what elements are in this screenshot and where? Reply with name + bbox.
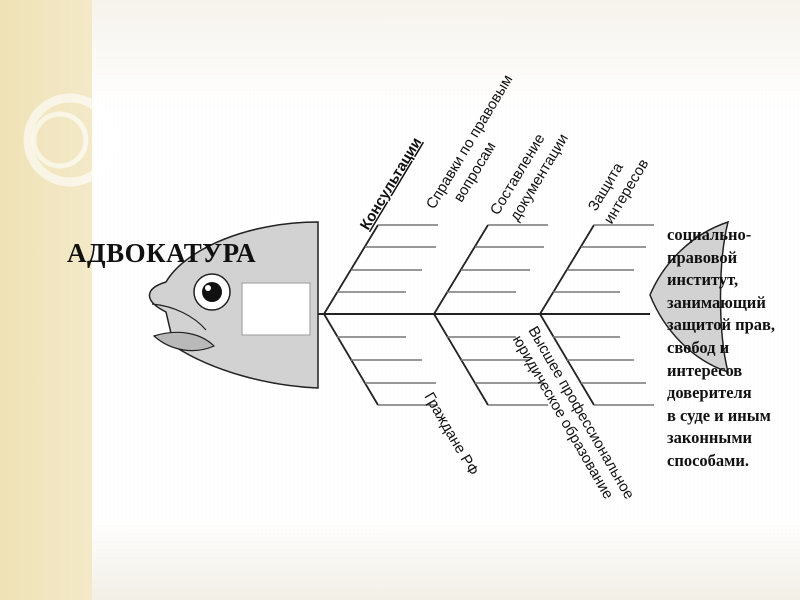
definition-line: защитой прав,	[667, 315, 776, 335]
decorative-ring-small	[31, 111, 89, 169]
decorative-ring-large	[23, 93, 117, 187]
bottom-fade	[92, 520, 800, 600]
definition-text: социально- правовой институт, занимающий…	[667, 224, 800, 473]
fish-eye-icon	[193, 273, 231, 311]
fish-mouth-line	[151, 303, 207, 331]
lower-ribs	[337, 336, 654, 406]
slide-title: АДВОКАТУРА	[67, 238, 257, 268]
branch-label-documents: Составление документации	[487, 121, 572, 229]
branch-label-citizens: Граждане РФ	[421, 390, 482, 479]
definition-line: в суде и иным	[667, 405, 771, 425]
decorative-rings	[23, 93, 117, 187]
fish-lower-lip	[152, 331, 216, 352]
definition-line: свобод и	[667, 337, 730, 357]
definition-line: занимающий	[667, 292, 766, 312]
branch-label-education: Высшее профессиональное юридическое обра…	[509, 324, 640, 515]
definition-line: законными	[667, 428, 753, 448]
fish-tail	[649, 220, 730, 374]
definition-line: доверителя	[667, 383, 752, 403]
definition-line: способами.	[667, 450, 750, 470]
branch-label-consultations: Консультации	[357, 135, 425, 233]
definition-line: интересов	[667, 360, 743, 380]
definition-line: правовой	[667, 247, 738, 267]
top-fade	[92, 0, 800, 110]
upper-ribs	[337, 224, 654, 293]
branch-label-defense: Защита интересов	[583, 146, 652, 227]
definition-line: социально-	[667, 225, 752, 244]
head-label-box	[241, 282, 311, 336]
definition-line: институт,	[667, 270, 739, 290]
